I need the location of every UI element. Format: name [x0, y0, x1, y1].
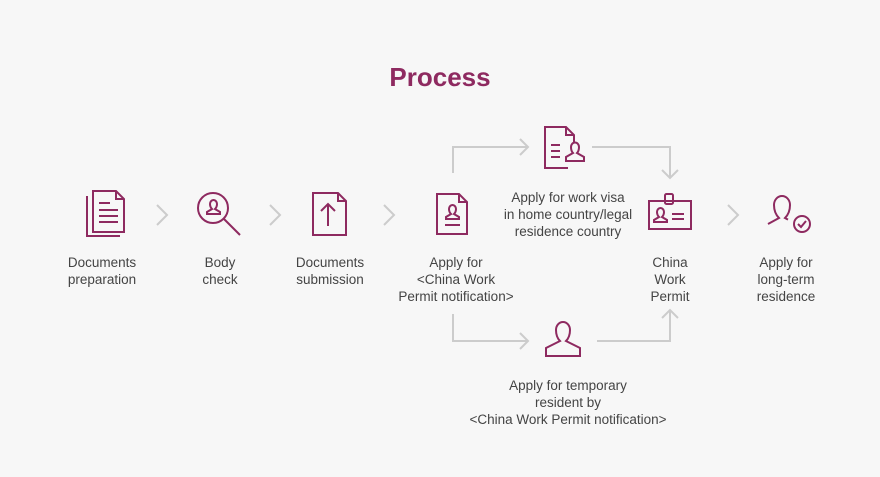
step-label-apply-long-term-residence: Apply for long-term residence	[756, 255, 816, 304]
person-document-icon	[436, 193, 468, 235]
step-label-documents-preparation: Documents preparation	[67, 255, 137, 287]
upload-document-icon	[312, 192, 347, 236]
person-check-icon	[767, 195, 811, 233]
person-icon	[545, 321, 581, 357]
chevron-arrow-3	[383, 204, 396, 226]
resident-to-permit-arrowhead	[661, 308, 679, 319]
resident-to-permit-line	[597, 310, 671, 342]
branch-down-line	[452, 314, 528, 342]
step-label-apply-work-visa: Apply for work visa in home country/lega…	[503, 190, 633, 239]
branch-up-arrowhead	[519, 138, 530, 156]
branch-up-line	[452, 146, 528, 173]
page-title: Process	[389, 62, 491, 92]
chevron-arrow-2	[269, 204, 282, 226]
chevron-arrow-4	[727, 204, 740, 226]
magnifier-person-icon	[197, 192, 241, 236]
step-label-apply-work-permit-notification: Apply for <China Work Permit notificatio…	[398, 255, 514, 304]
step-label-documents-submission: Documents submission	[295, 255, 365, 287]
step-label-apply-temporary-resident: Apply for temporary resident by <China W…	[469, 378, 667, 427]
step-label-china-work-permit: China Work Permit	[650, 255, 690, 304]
visa-to-permit-line	[592, 146, 671, 178]
chevron-arrow-1	[156, 204, 169, 226]
step-label-body-check: Body check	[202, 255, 238, 287]
document-person-icon	[544, 126, 585, 169]
branch-down-arrowhead	[519, 332, 530, 350]
id-badge-icon	[648, 193, 692, 230]
documents-icon	[86, 190, 125, 237]
visa-to-permit-arrowhead	[661, 169, 679, 180]
